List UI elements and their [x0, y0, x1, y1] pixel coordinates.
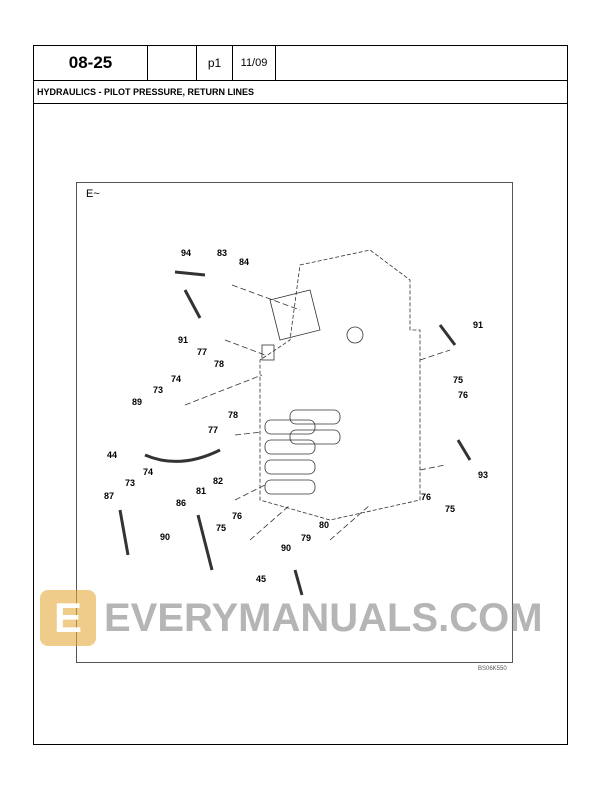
part-callout: 73 — [152, 385, 164, 395]
part-callout: 87 — [103, 491, 115, 501]
watermark-logo-letter: E — [53, 594, 82, 641]
part-callout: 86 — [175, 498, 187, 508]
part-callout: 90 — [280, 543, 292, 553]
watermark: EVERYMANUALS.COM — [104, 596, 543, 640]
page-border — [33, 45, 568, 745]
view-label: E~ — [86, 188, 100, 200]
page-title: HYDRAULICS - PILOT PRESSURE, RETURN LINE… — [33, 80, 568, 104]
part-callout: 83 — [216, 248, 228, 258]
part-callout: 78 — [227, 410, 239, 420]
part-callout: 74 — [142, 467, 154, 477]
part-callout: 82 — [212, 476, 224, 486]
part-callout: 76 — [231, 511, 243, 521]
part-callout: 75 — [444, 504, 456, 514]
part-callout: 94 — [180, 248, 192, 258]
part-callout: 81 — [195, 486, 207, 496]
part-callout: 79 — [300, 533, 312, 543]
part-callout: 45 — [255, 574, 267, 584]
part-callout: 89 — [131, 397, 143, 407]
part-callout: 75 — [215, 523, 227, 533]
part-callout: 93 — [477, 470, 489, 480]
part-callout: 76 — [457, 390, 469, 400]
part-callout: 77 — [207, 425, 219, 435]
part-callout: 78 — [213, 359, 225, 369]
part-callout: 73 — [124, 478, 136, 488]
figure-frame — [76, 182, 513, 663]
part-callout: 80 — [318, 520, 330, 530]
part-callout: 77 — [196, 347, 208, 357]
part-callout: 84 — [238, 257, 250, 267]
part-callout: 91 — [177, 335, 189, 345]
watermark-logo: E — [40, 590, 96, 646]
part-callout: 91 — [472, 320, 484, 330]
part-callout: 74 — [170, 374, 182, 384]
part-callout: 76 — [420, 492, 432, 502]
part-callout: 90 — [159, 532, 171, 542]
part-callout: 75 — [452, 375, 464, 385]
drawing-code: BS06K550 — [478, 666, 507, 672]
part-callout: 44 — [106, 450, 118, 460]
